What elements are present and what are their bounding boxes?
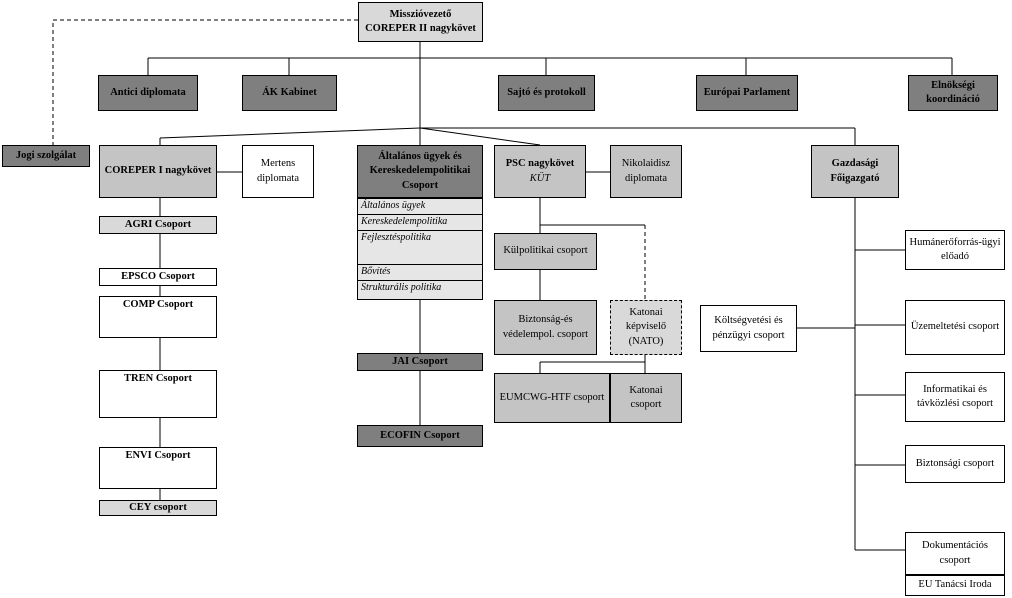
altalanos-item: Strukturális politika (361, 282, 442, 293)
envi-label: ENVI Csoport (125, 450, 191, 461)
uzemeltetesi-label: Üzemeltetési csoport (910, 321, 1000, 333)
gazdasagi-label: Gazdasági Főigazgató (830, 158, 880, 184)
katonai-kepviselo-label: Katonai képviselő (NATO) (625, 307, 667, 347)
kulpolitikai-label: Külpolitikai csoport (503, 245, 588, 257)
sajto-label: Sajtó és protokoll (507, 86, 586, 98)
humaneroforras-label: Humánerőforrás-ügyi előadó (909, 236, 1001, 262)
comp-label: COMP Csoport (122, 299, 194, 310)
box-mertens: Mertens diplomata (242, 145, 314, 198)
altalanos-item: Bővítés (358, 265, 482, 281)
box-katonai-csoport: Katonai csoport (610, 373, 682, 423)
box-sajto: Sajtó és protokoll (498, 75, 595, 111)
box-envi: ENVI Csoport (99, 447, 217, 489)
box-dokumentacios: Dokumentációs csoport (905, 532, 1005, 575)
ak-kabinet-label: ÁK Kabinet (262, 86, 317, 98)
coreper1-label: COREPER I nagykövet (104, 165, 212, 177)
elnoksegi-label: Elnökségi koordináció (926, 79, 980, 105)
tren-label: TREN Csoport (124, 373, 192, 384)
dokumentacios-label: Dokumentációs csoport (922, 540, 988, 566)
box-uzemeltetesi: Üzemeltetési csoport (905, 300, 1005, 355)
koltsegvetesi-label: Költségvetési és pénzügyi csoport (712, 315, 785, 341)
missziovezeto-line1: Misszióvezető (389, 8, 452, 20)
eu-tanacsi-label: EU Tanácsi Iroda (918, 579, 992, 591)
box-eu-tanacsi: EU Tanácsi Iroda (905, 575, 1005, 596)
biztonsagi-label: Biztonsági csoport (915, 457, 995, 469)
altalanos-item: Fejlesztéspolitika (358, 231, 482, 265)
box-parlament: Európai Parlament (696, 75, 798, 111)
box-agri: AGRI Csoport (99, 216, 217, 234)
box-koltsegvetesi: Költségvetési és pénzügyi csoport (700, 305, 797, 352)
box-coreper1: COREPER I nagykövet (99, 145, 217, 198)
box-humaneroforras: Humánerőforrás-ügyi előadó (905, 230, 1005, 270)
box-epsco: EPSCO Csoport (99, 268, 217, 286)
box-informatikai: Informatikai és távközlési csoport (905, 372, 1005, 422)
jogi-label: Jogi szolgálat (15, 149, 77, 161)
psc-label: PSC nagykövet (505, 158, 575, 170)
altalanos-label: Általános ügyek és Kereskedelempolitikai… (369, 151, 471, 191)
nikolaidisz-label: Nikolaidisz diplomata (621, 158, 671, 184)
box-ecofin: ECOFIN Csoport (357, 425, 483, 447)
altalanos-item: Általános ügyek (358, 199, 482, 215)
ecofin-label: ECOFIN Csoport (380, 429, 460, 441)
box-elnoksegi: Elnökségi koordináció (908, 75, 998, 111)
box-biztonsagi: Biztonsági csoport (905, 445, 1005, 483)
missziovezeto-line2: COREPER II nagykövet (365, 23, 476, 34)
box-missziovezeto: Misszióvezető COREPER II nagykövet (358, 2, 483, 42)
biztonsag-vedelem-label: Biztonság-és védelempol. csoport (502, 314, 589, 340)
agri-label: AGRI Csoport (124, 218, 192, 230)
eumcwg-label: EUMCWG-HTF csoport (499, 391, 605, 403)
altalanos-list: Általános ügyek Kereskedelempolitika Fej… (357, 198, 483, 300)
box-tren: TREN Csoport (99, 370, 217, 418)
box-katonai-kepviselo: Katonai képviselő (NATO) (610, 300, 682, 355)
box-biztonsag-vedelem: Biztonság-és védelempol. csoport (494, 300, 597, 355)
antici-label: Antici diplomata (110, 86, 186, 98)
box-eumcwg: EUMCWG-HTF csoport (494, 373, 610, 423)
box-psc: PSC nagykövet KÜT (494, 145, 586, 198)
parlament-label: Európai Parlament (703, 86, 791, 98)
jai-label: JAI Csoport (392, 355, 448, 367)
mertens-label: Mertens diplomata (257, 158, 299, 184)
box-altalanos: Általános ügyek és Kereskedelempolitikai… (357, 145, 483, 198)
box-ak-kabinet: ÁK Kabinet (242, 75, 337, 111)
psc-sub-label: KÜT (529, 172, 551, 184)
katonai-csoport-label: Katonai csoport (629, 384, 663, 410)
box-cey: CEY csoport (99, 500, 217, 516)
box-kulpolitikai: Külpolitikai csoport (494, 233, 597, 270)
box-nikolaidisz: Nikolaidisz diplomata (610, 145, 682, 198)
box-antici: Antici diplomata (98, 75, 198, 111)
box-comp: COMP Csoport (99, 296, 217, 338)
epsco-label: EPSCO Csoport (121, 270, 195, 282)
altalanos-item: Kereskedelempolitika (358, 215, 482, 231)
informatikai-label: Informatikai és távközlési csoport (916, 383, 994, 409)
box-jai: JAI Csoport (357, 353, 483, 371)
box-gazdasagi: Gazdasági Főigazgató (811, 145, 899, 198)
box-jogi-szolgalat: Jogi szolgálat (2, 145, 90, 167)
cey-label: CEY csoport (129, 501, 187, 513)
